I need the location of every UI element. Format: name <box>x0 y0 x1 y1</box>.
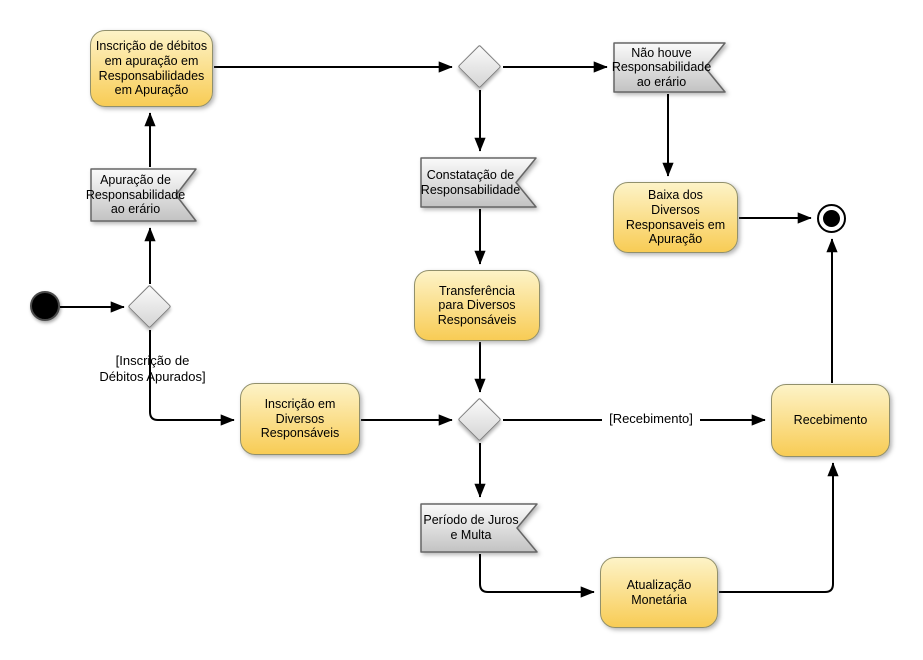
event-label: Apuração de Responsabilidade ao erário <box>85 173 186 217</box>
edge-atualizacao-to-recebimento <box>719 462 839 593</box>
guard-label-recebimento: [Recebimento] <box>602 411 700 427</box>
edge-decision-left-to-inscricao-diversos <box>149 330 235 426</box>
activity-inscricao-debitos-apuracao: Inscrição de débitos em apuração em Resp… <box>90 30 213 107</box>
signal-flag-icon <box>90 168 197 222</box>
activity-baixa-diversos: Baixa dos Diversos Responsaveis em Apura… <box>613 182 738 253</box>
activity-label: Baixa dos Diversos Responsaveis em Apura… <box>625 188 726 247</box>
signal-flag-icon <box>613 42 726 93</box>
activity-label: Atualização Monetária <box>626 577 692 607</box>
activity-label: Inscrição de débitos em apuração em Resp… <box>95 39 208 98</box>
activity-inscricao-diversos: Inscrição em Diversos Responsáveis <box>240 383 360 455</box>
edge-periodo-to-atualizacao <box>479 554 595 598</box>
activity-final-node <box>817 204 846 233</box>
activity-label: Recebimento <box>793 413 868 428</box>
event-label: Não houve Responsabilidade ao erário <box>611 45 712 89</box>
guard-label-inscricao-debitos: [Inscrição de Débitos Apurados] <box>99 353 206 384</box>
activity-label: Inscrição em Diversos Responsáveis <box>260 397 340 441</box>
initial-node <box>30 291 60 321</box>
activity-transferencia-diversos: Transferência para Diversos Responsáveis <box>414 270 540 341</box>
event-label: Constatação de Responsabilidade <box>420 167 521 197</box>
activity-atualizacao-monetaria: Atualização Monetária <box>600 557 718 628</box>
signal-flag-icon <box>420 503 538 553</box>
activity-label: Transferência para Diversos Responsáveis <box>437 283 517 327</box>
final-node-dot <box>823 210 840 227</box>
event-apuracao-responsabilidade: Apuração de Responsabilidade ao erário <box>86 168 197 222</box>
activity-recebimento: Recebimento <box>771 384 890 457</box>
event-constatacao-responsabilidade: Constatação de Responsabilidade <box>420 157 537 208</box>
signal-flag-icon <box>420 157 537 208</box>
event-periodo-juros-multa: Período de Juros e Multa <box>420 503 538 553</box>
event-nao-houve-responsabilidade: Não houve Responsabilidade ao erário <box>611 42 726 93</box>
event-label: Período de Juros e Multa <box>423 513 519 542</box>
